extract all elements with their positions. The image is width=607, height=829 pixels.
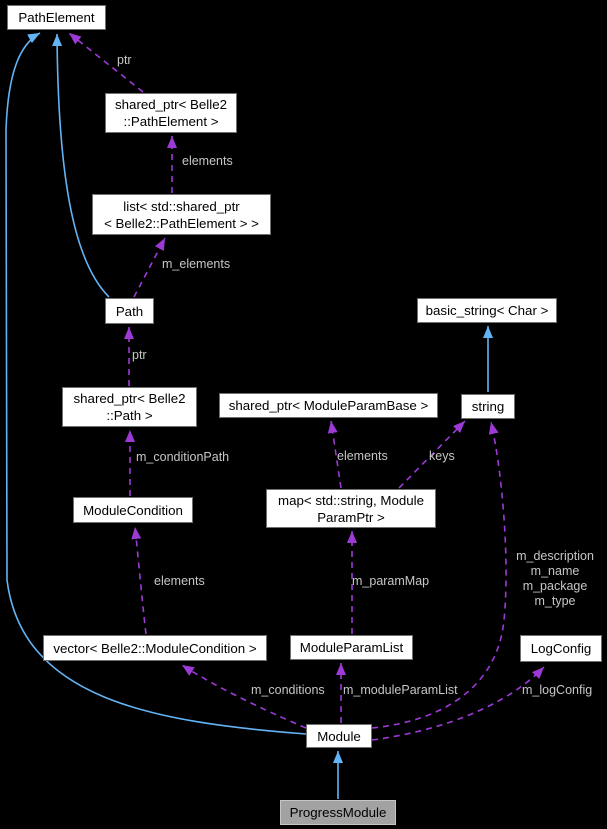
edge-label-m-logconfig: m_logConfig	[522, 683, 593, 697]
edge-map-string	[398, 420, 466, 489]
edge-label-elements-list: elements	[182, 154, 233, 168]
edge-label-keys: keys	[429, 449, 455, 463]
node-basic-string[interactable]: basic_string< Char >	[417, 298, 557, 323]
edge-label-m-conditionpath: m_conditionPath	[136, 450, 230, 464]
node-string[interactable]: string	[461, 394, 515, 419]
node-map-moduleparamptr[interactable]: map< std::string, Module ParamPtr >	[266, 489, 436, 528]
edge-path-list	[133, 237, 166, 298]
node-list-shared-ptr[interactable]: list< std::shared_ptr < Belle2::PathElem…	[92, 194, 271, 235]
edge-label-m-elements: m_elements	[162, 257, 231, 271]
node-logconfig[interactable]: LogConfig	[520, 635, 602, 662]
edge-label-ptr-pathelement: ptr	[117, 53, 132, 67]
edge-module-logconfig	[371, 666, 545, 741]
edge-label-m-description-group: m_description m_name m_package m_type	[516, 549, 594, 608]
node-vector-modulecondition[interactable]: vector< Belle2::ModuleCondition >	[43, 635, 267, 661]
edge-label-m-conditions: m_conditions	[251, 683, 325, 697]
node-modulecondition[interactable]: ModuleCondition	[73, 497, 193, 523]
node-shared-ptr-moduleparambase[interactable]: shared_ptr< ModuleParamBase >	[219, 393, 438, 418]
edge-module-pathelement	[5, 32, 307, 735]
node-moduleparamlist[interactable]: ModuleParamList	[290, 635, 413, 660]
edge-path-pathelement	[52, 33, 110, 298]
edge-label-ptr-path: ptr	[132, 348, 147, 362]
edge-map-sptrmpb	[327, 420, 342, 489]
edge-label-m-moduleparamlist: m_moduleParamList	[343, 683, 458, 697]
edge-label-elements-vector: elements	[154, 574, 205, 588]
edge-module-vector	[181, 664, 307, 729]
node-shared-ptr-path[interactable]: shared_ptr< Belle2 ::Path >	[62, 387, 197, 427]
edge-label-elements-map: elements	[337, 449, 388, 463]
node-module[interactable]: Module	[306, 724, 372, 748]
edge-label-m-parammap: m_paramMap	[352, 574, 430, 588]
edge-vector-modulecondition	[131, 526, 147, 635]
edge-sptrpathelement-pathelement	[68, 32, 144, 93]
node-pathelement[interactable]: PathElement	[7, 5, 106, 30]
node-progressmodule: ProgressModule	[280, 800, 396, 825]
node-shared-ptr-pathelement[interactable]: shared_ptr< Belle2 ::PathElement >	[105, 93, 237, 133]
node-path[interactable]: Path	[105, 298, 154, 324]
